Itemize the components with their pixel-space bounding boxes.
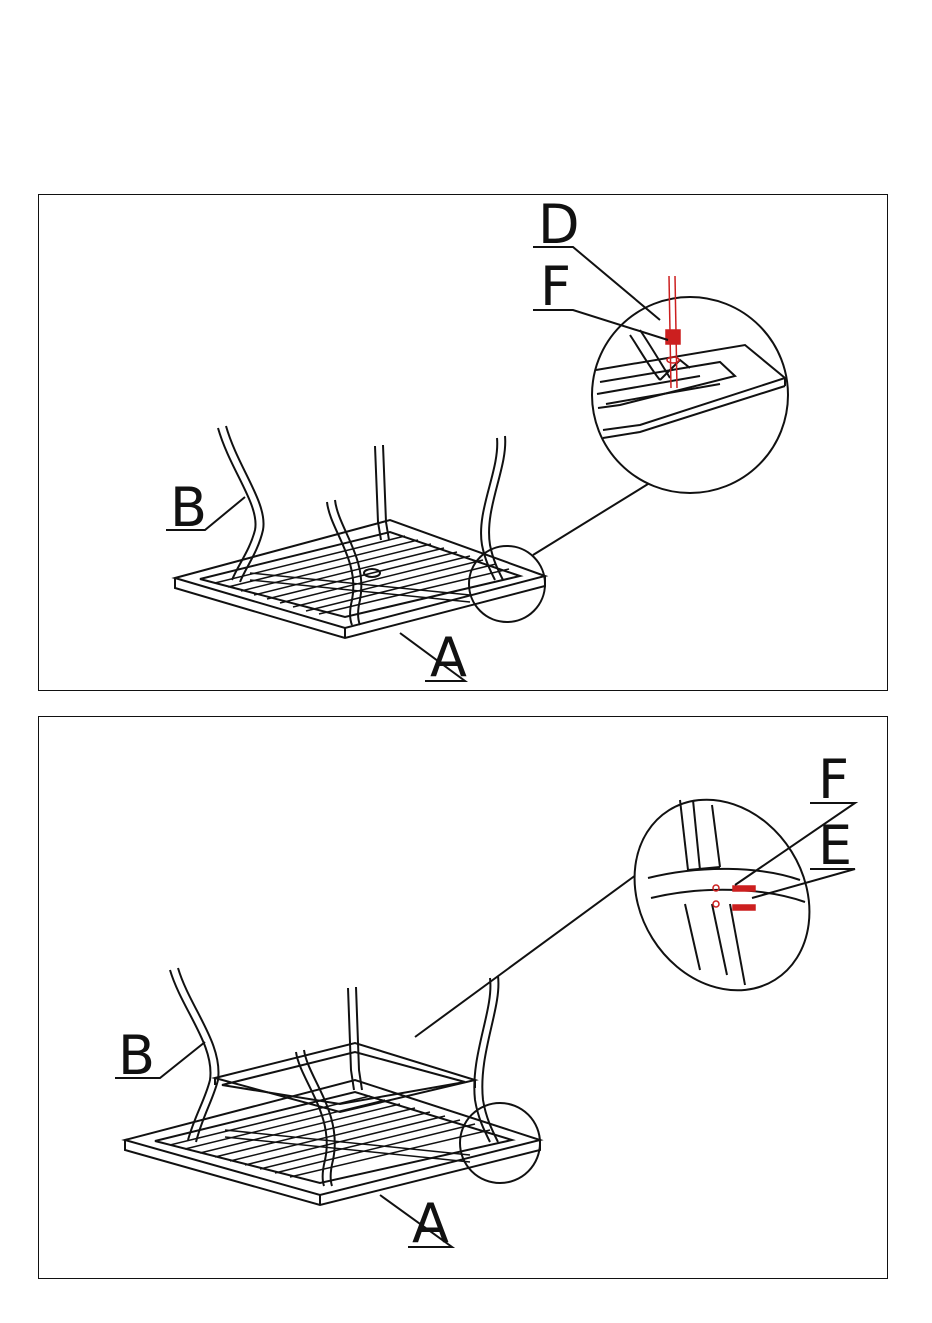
table-top-a [125, 1080, 540, 1205]
label-e: E [818, 814, 852, 877]
label-b: B [118, 1024, 155, 1087]
detail-leader-line [415, 872, 640, 1037]
detail-magnified-view [599, 767, 844, 1024]
label-a: A [412, 1192, 449, 1255]
label-f: F [818, 748, 849, 811]
